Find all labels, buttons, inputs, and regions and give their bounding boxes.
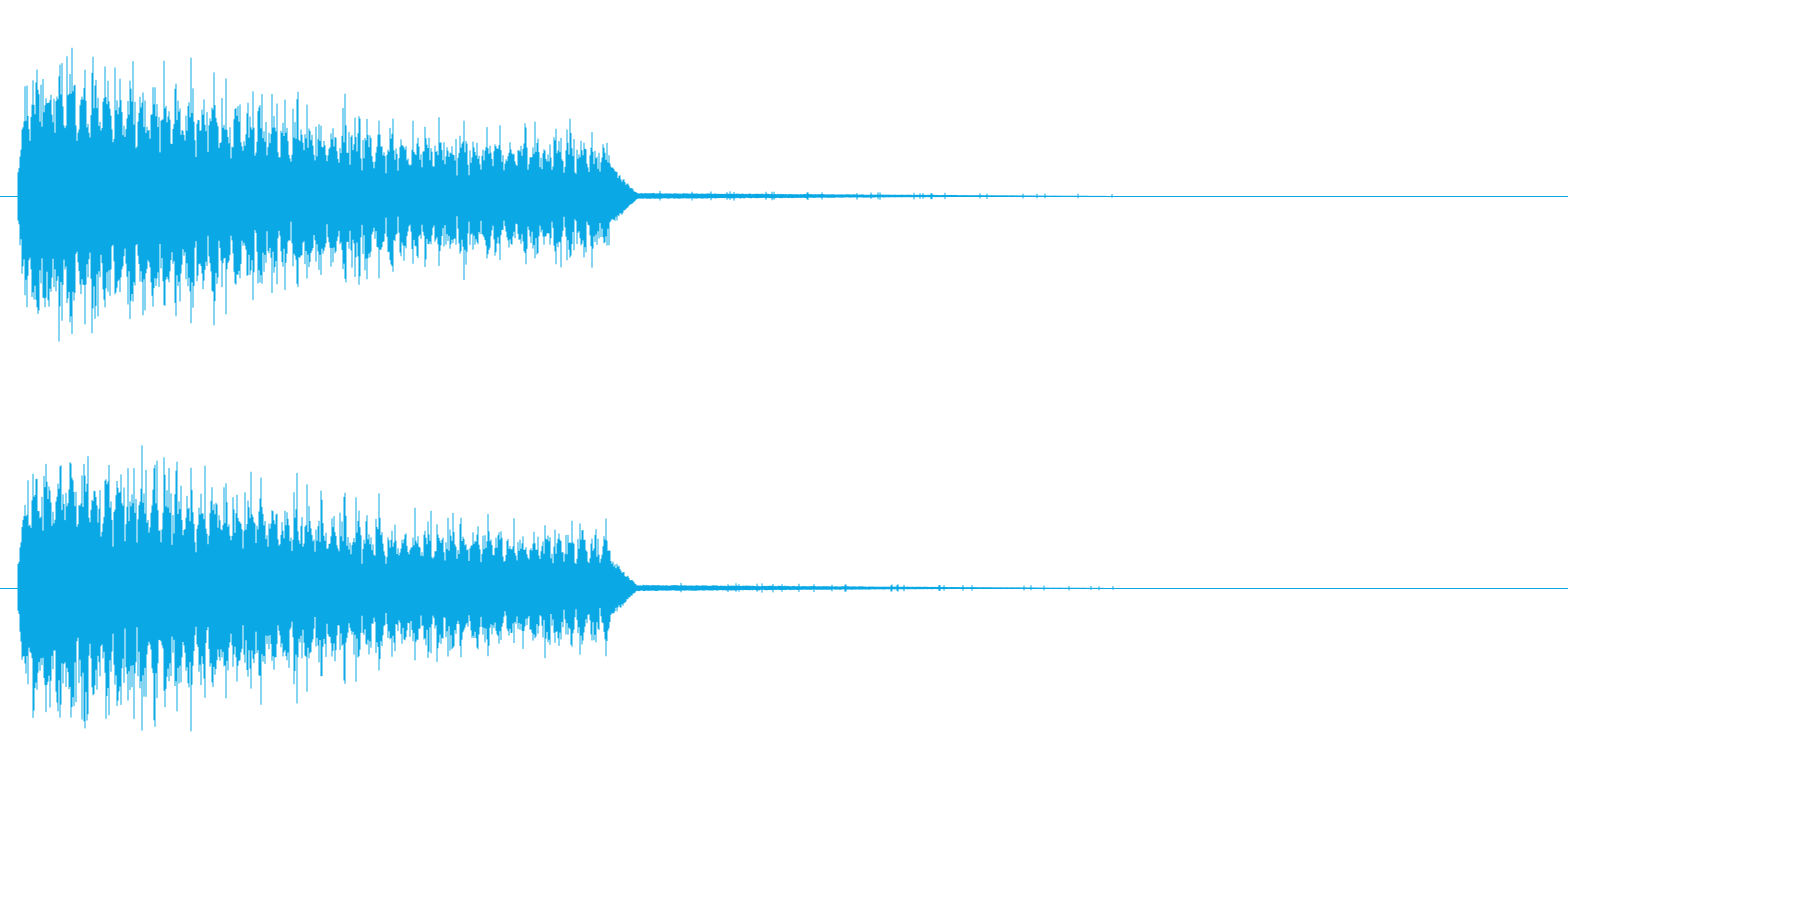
waveform-view <box>0 47 1568 732</box>
waveform-channel-right <box>0 445 1568 732</box>
waveform-left-signal <box>17 47 1113 342</box>
waveform-channel-left <box>0 47 1568 342</box>
waveform-right-signal <box>17 445 1114 732</box>
